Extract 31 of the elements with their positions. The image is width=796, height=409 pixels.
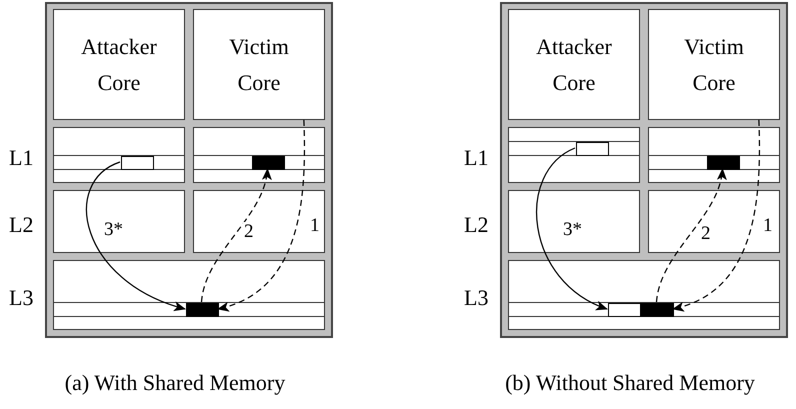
cache-box <box>508 127 640 183</box>
cache-line-block <box>252 156 285 170</box>
cache-line-block <box>608 303 641 317</box>
row-label: L2 <box>464 212 488 238</box>
row-label: L1 <box>9 145 34 171</box>
core-box: Victim Core <box>193 9 325 120</box>
caption: (a) With Shared Memory <box>64 370 286 396</box>
caption: (b) Without Shared Memory <box>504 370 756 396</box>
arrow <box>200 168 271 302</box>
row-label: L1 <box>464 145 488 171</box>
arrow <box>536 147 608 310</box>
cache-box <box>53 260 325 330</box>
arrow <box>86 161 186 310</box>
cache-box <box>193 127 325 183</box>
cache-line-block <box>121 156 154 170</box>
cache-line-block <box>707 156 740 170</box>
row-label: L2 <box>9 212 34 238</box>
cache-line-block <box>186 303 219 317</box>
arrow <box>672 120 760 311</box>
arrow <box>217 120 305 311</box>
row-label: L3 <box>9 285 34 311</box>
core-box: Attacker Core <box>53 9 185 120</box>
arrow <box>656 168 726 302</box>
row-label: L3 <box>464 285 488 311</box>
cache-line-block <box>641 303 674 317</box>
cache-box <box>648 127 780 183</box>
core-box: Attacker Core <box>508 9 640 120</box>
cache-box <box>508 260 780 330</box>
cache-box <box>53 127 185 183</box>
cache-line-block <box>576 142 609 156</box>
core-box: Victim Core <box>648 9 780 120</box>
